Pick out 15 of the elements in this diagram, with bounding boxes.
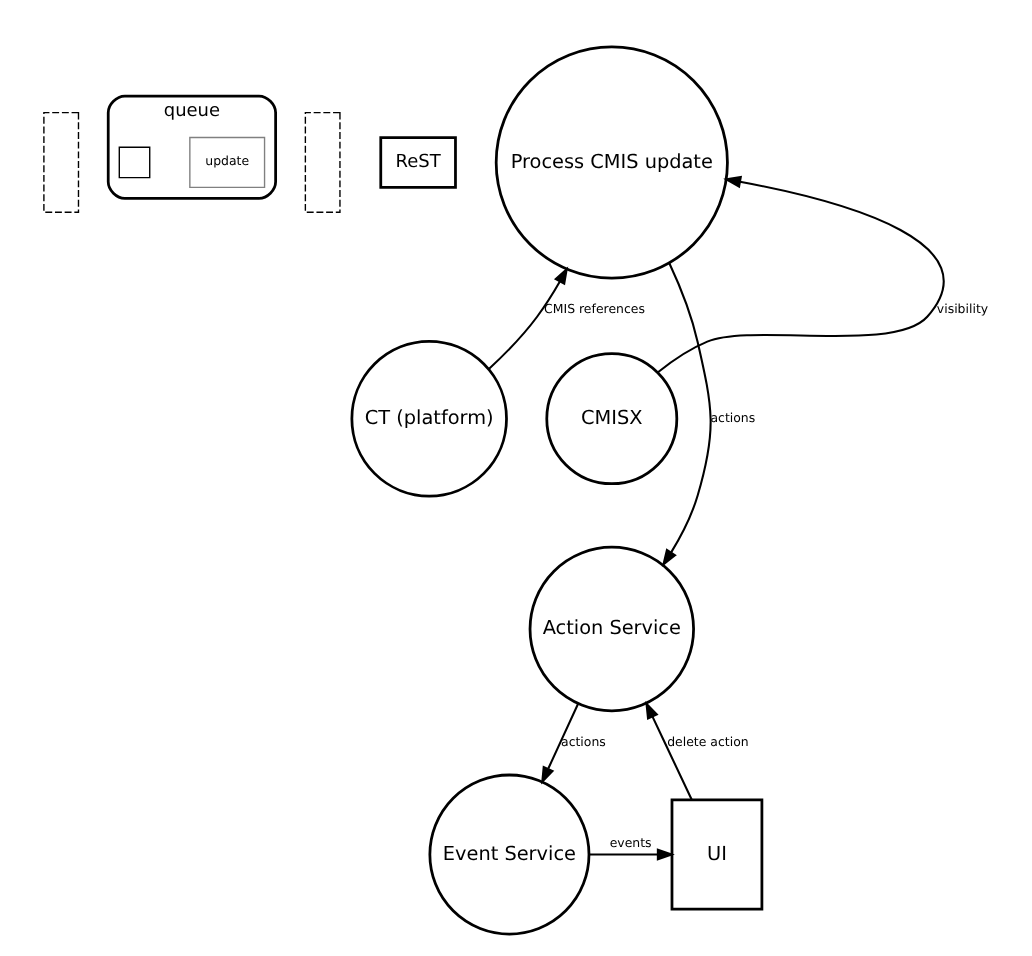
arrow [645,700,693,800]
node-circle: CMISX [545,351,679,485]
arrow [589,847,675,860]
node-box: UI [670,797,764,910]
node-band [43,110,80,212]
node-circle: Event Service [428,772,591,935]
arrow [661,261,712,566]
arrow [657,174,945,373]
node-band [304,110,341,212]
arrow [487,265,569,369]
node-box: ReST [379,135,457,188]
node-box [118,145,151,178]
node-circle: CT (platform) [350,339,508,497]
node-circle: Process CMIS update [494,44,729,279]
arrow [541,702,579,784]
